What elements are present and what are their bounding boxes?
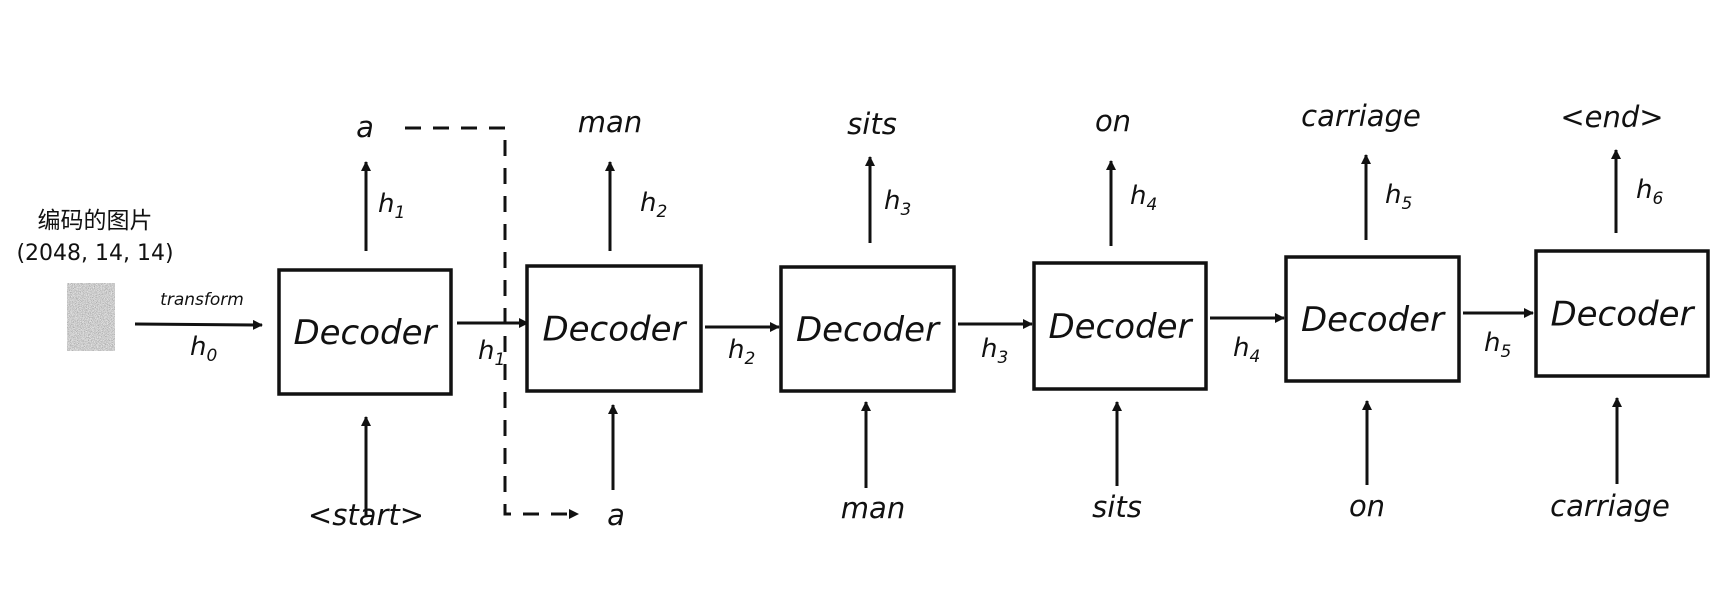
output-word: man xyxy=(578,105,642,139)
decoder-label: Decoder xyxy=(796,310,941,350)
decoder-step-1: Decoder a h1 <start> h1 xyxy=(277,110,529,532)
encoder-shape: (2048, 14, 14) xyxy=(16,241,173,266)
decoder-box xyxy=(779,265,956,393)
hidden-up-label: h3 xyxy=(884,186,911,220)
output-word: carriage xyxy=(1301,99,1421,133)
encoded-image xyxy=(67,283,115,351)
transform-label: transform xyxy=(160,290,244,310)
decoder-step-5: Decoder carriage h5 on h5 xyxy=(1284,99,1534,523)
decoder-step-2: Decoder man h2 a h2 xyxy=(525,105,780,532)
hidden-right-label: h5 xyxy=(1484,328,1511,362)
hidden-right-label: h3 xyxy=(981,334,1008,368)
hidden-right-label: h2 xyxy=(728,335,755,369)
output-word: a xyxy=(356,110,374,144)
decoder-box xyxy=(1284,255,1461,383)
decoder-label: Decoder xyxy=(542,310,687,350)
decoder-steps: Decoderah1<start>h1Decodermanh2ah2Decode… xyxy=(277,99,1710,532)
decoder-label: Decoder xyxy=(1048,307,1193,347)
decoder-box xyxy=(1534,249,1710,378)
input-word: man xyxy=(841,491,905,525)
output-word: on xyxy=(1095,104,1131,138)
decoder-box xyxy=(525,264,703,393)
decoder-box xyxy=(277,268,453,396)
output-word: <end> xyxy=(1560,100,1663,134)
feedback-dashed-line xyxy=(405,126,579,519)
decoder-step-3: Decoder sits h3 man h3 xyxy=(779,107,1033,525)
hidden-up-label: h4 xyxy=(1130,181,1157,215)
hidden-right-label: h4 xyxy=(1233,333,1260,367)
output-word: sits xyxy=(847,107,897,141)
hidden-up-label: h6 xyxy=(1636,175,1663,209)
input-word: carriage xyxy=(1550,489,1670,523)
hidden-up-label: h5 xyxy=(1385,180,1412,214)
decoder-label: Decoder xyxy=(1550,295,1695,335)
input-word: on xyxy=(1349,489,1385,523)
hidden-right-label: h1 xyxy=(478,336,505,370)
hidden-up-label: h1 xyxy=(378,189,405,223)
hidden-up-label: h2 xyxy=(640,188,667,222)
decoder-label: Decoder xyxy=(293,313,438,353)
transform-arrow xyxy=(134,319,263,330)
input-word: <start> xyxy=(308,498,424,532)
decoder-box xyxy=(1032,261,1208,391)
decoder-label: Decoder xyxy=(1301,300,1446,340)
encoder-label: 编码的图片 xyxy=(38,208,153,234)
decoder-step-6: Decoder <end> h6 carriage xyxy=(1534,100,1710,523)
decoder-step-4: Decoder on h4 sits h4 xyxy=(1032,104,1285,524)
input-word: sits xyxy=(1092,490,1142,524)
input-word: a xyxy=(607,498,625,532)
h0-label: h0 xyxy=(190,332,217,366)
